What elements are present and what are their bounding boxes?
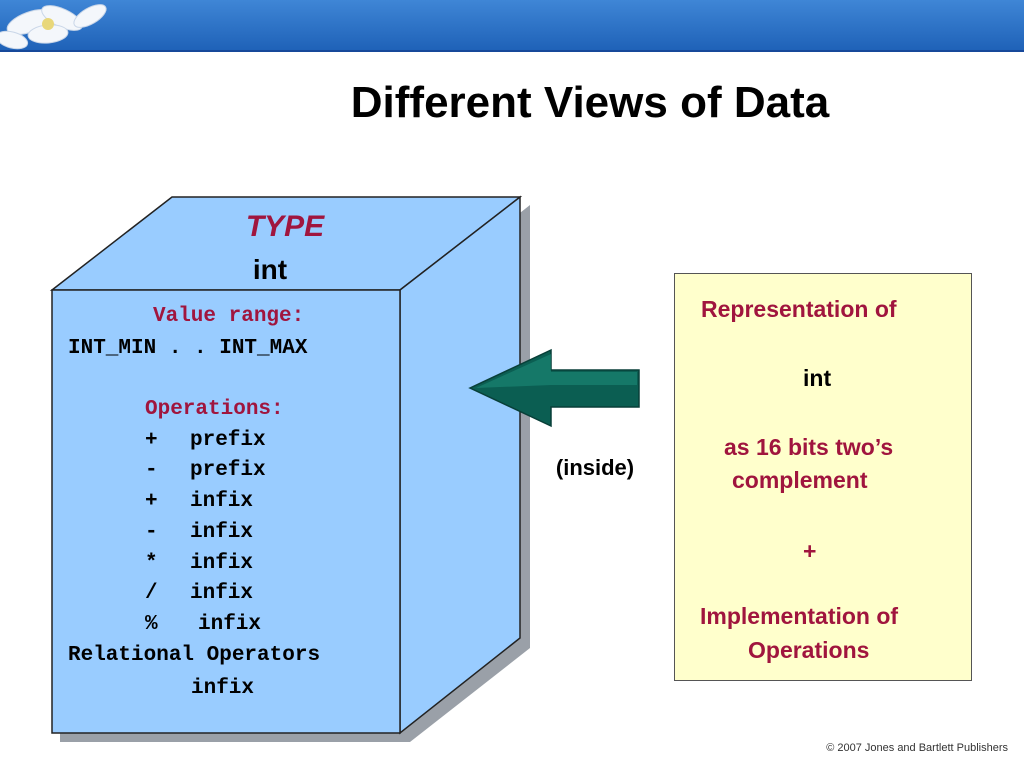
slide-title: Different Views of Data <box>350 78 830 127</box>
note-line-implementation: Implementation of <box>700 603 899 629</box>
note-line-operations: Operations <box>748 637 870 663</box>
type-label: TYPE <box>245 210 325 243</box>
copyright-footer: © 2007 Jones and Bartlett Publishers <box>826 742 1008 754</box>
cube-side-face <box>399 195 521 735</box>
operation-item: -prefix <box>145 459 266 482</box>
operation-item: *infix <box>145 552 254 575</box>
representation-note-box: Representation of int as 16 bits two’s c… <box>674 273 972 681</box>
relational-operators-kind: infix <box>191 677 255 700</box>
note-line-bits: as 16 bits two’s <box>724 434 894 460</box>
header-band <box>0 0 1024 52</box>
relational-operators-label: Relational Operators <box>68 644 321 667</box>
inside-label: (inside) <box>555 455 635 480</box>
type-name: int <box>252 254 288 285</box>
operations-label: Operations: <box>145 398 284 421</box>
note-line-int: int <box>803 365 832 391</box>
operation-item: /infix <box>145 582 254 605</box>
operation-item: %infix <box>145 613 262 636</box>
cube-front-face <box>51 289 401 734</box>
value-range-label: Value range: <box>153 305 305 328</box>
operation-item: +prefix <box>145 429 266 452</box>
operation-item: -infix <box>145 521 254 544</box>
left-arrow-icon <box>468 348 640 428</box>
note-line-complement: complement <box>732 467 868 493</box>
operation-item: +infix <box>145 490 254 513</box>
flower-decoration-icon <box>0 4 107 50</box>
value-range: INT_MIN . . INT_MAX <box>68 337 308 360</box>
note-line-representation: Representation of <box>701 296 897 322</box>
note-line-plus: + <box>803 538 817 564</box>
